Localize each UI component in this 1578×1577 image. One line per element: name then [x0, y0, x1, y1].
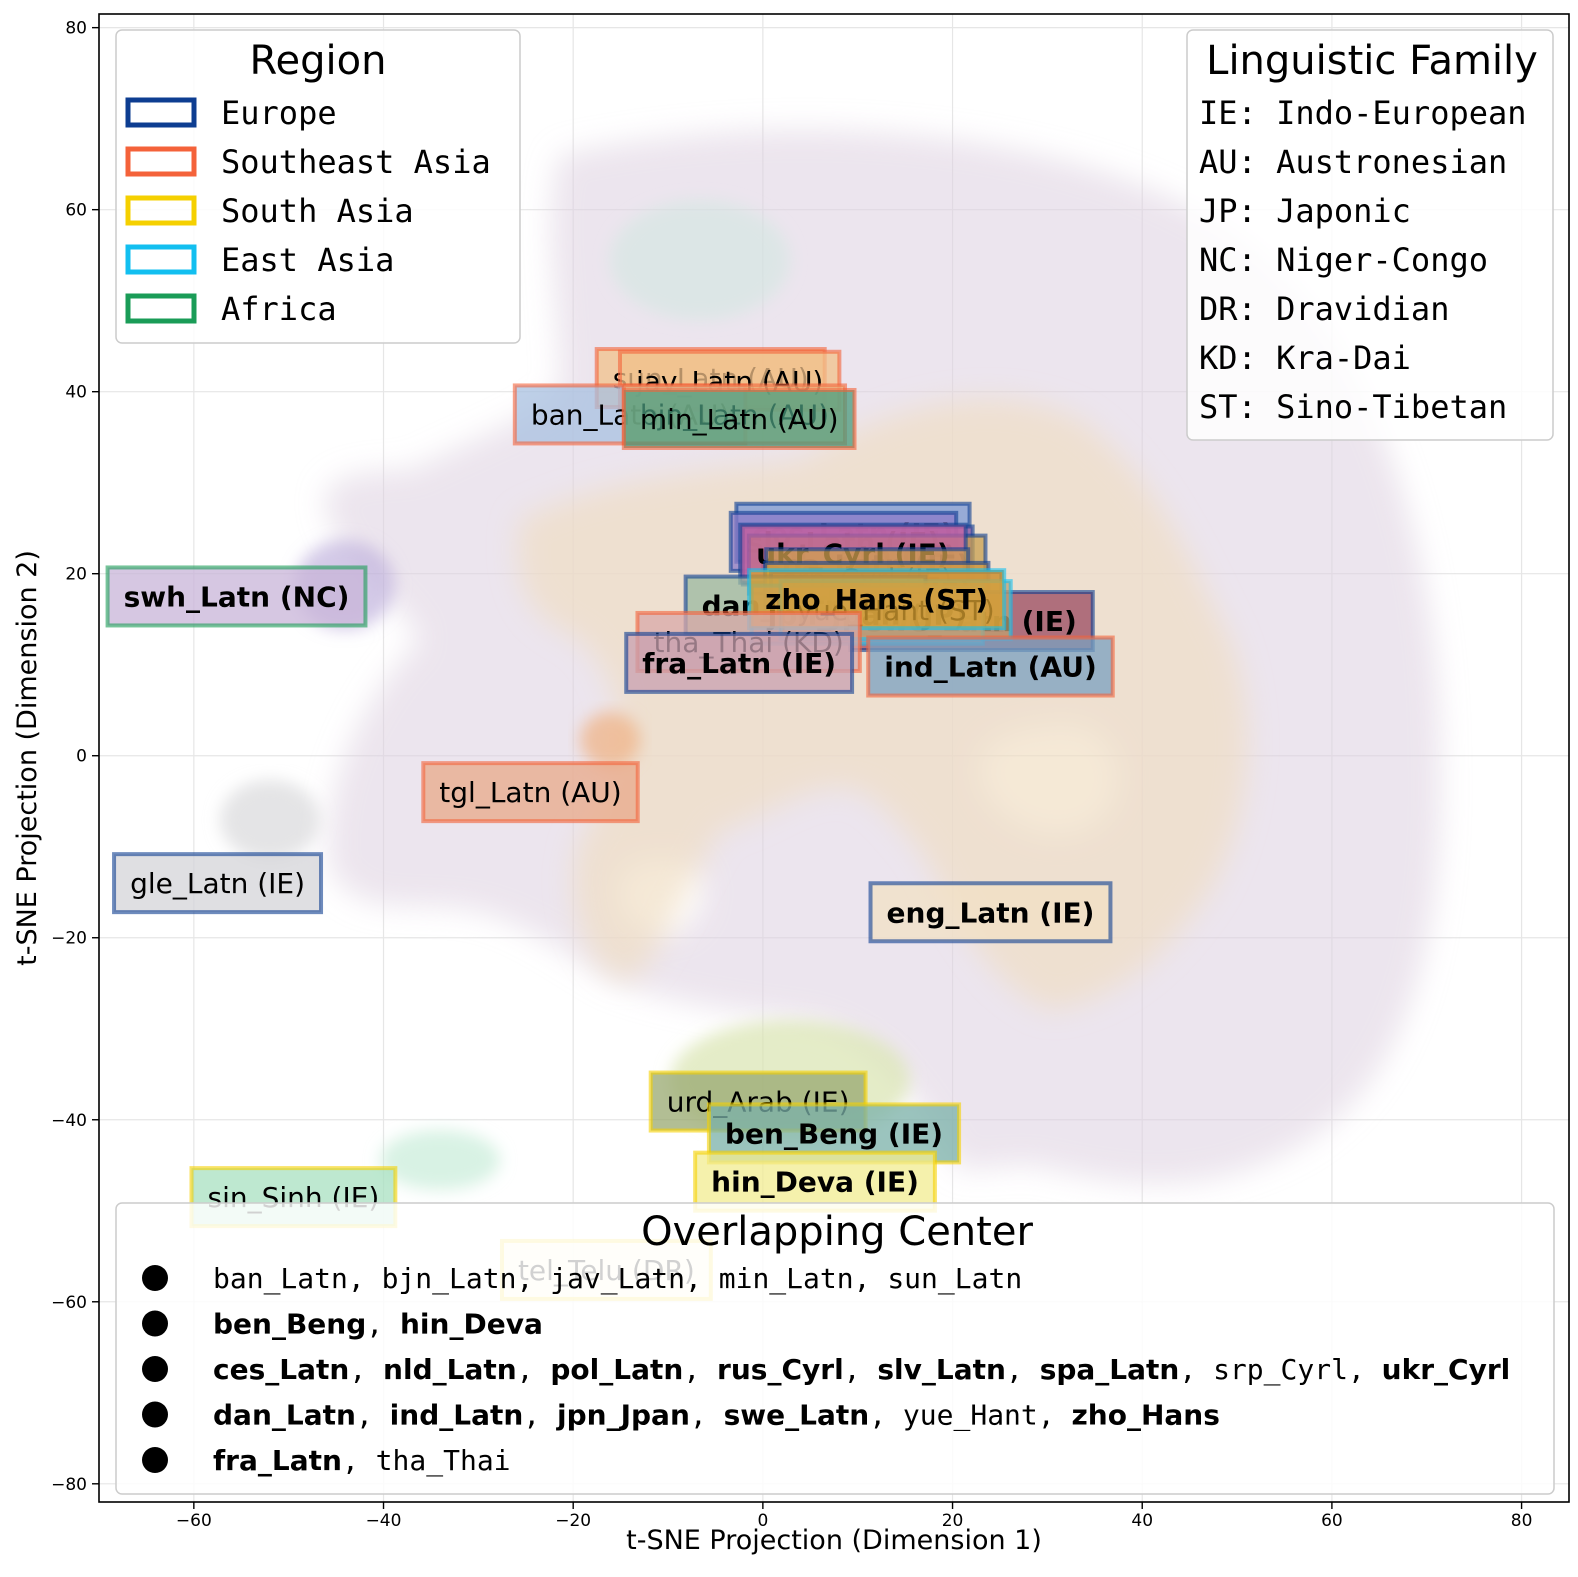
- legend-family-entry: JP: Japonic: [1199, 192, 1411, 230]
- y-tick-label: −60: [51, 1293, 87, 1313]
- y-tick-label: 60: [65, 201, 87, 221]
- x-tick-label: −40: [366, 1511, 402, 1531]
- language-label-text: hin_Deva (IE): [711, 1166, 919, 1199]
- language-label: swh_Latn (NC): [105, 565, 368, 628]
- y-tick-label: 40: [65, 383, 87, 403]
- y-tick-label: −20: [51, 929, 87, 949]
- language-label-box: [868, 881, 1113, 944]
- x-tick-label: −60: [176, 1511, 212, 1531]
- overlap-bullet: [142, 1401, 168, 1428]
- legend-family-entry: AU: Austronesian: [1199, 143, 1507, 181]
- language-label-text: min_Latn (AU): [640, 403, 839, 436]
- overlap-row: fra_Latn, tha_Thai: [213, 1444, 511, 1478]
- language-label-text: ben_Beng (IE): [725, 1117, 943, 1150]
- region-legend-title: Region: [250, 38, 387, 84]
- language-label-text: gle_Latn (IE): [130, 867, 305, 900]
- x-tick-label: 20: [942, 1511, 964, 1531]
- x-tick-label: 0: [757, 1511, 768, 1531]
- legend-family-entry: ST: Sino-Tibetan: [1199, 388, 1507, 426]
- overlap-bullet: [142, 1265, 168, 1291]
- density-blob-tgl: [580, 712, 640, 768]
- plot-frame: [98, 13, 1570, 1503]
- y-tick-label: 80: [65, 19, 87, 39]
- language-label: hin_Deva (IE): [693, 1150, 937, 1213]
- density-blob-eastasia: [610, 200, 790, 320]
- legend-family-entry: KD: Kra-Dai: [1199, 339, 1411, 377]
- language-label-text: ind_Latn (AU): [884, 651, 1097, 684]
- axis-ticks: −60 −40 −20 0 20 40 60 80 −80 −60 −40 −20 0 20 40 60 80: [51, 19, 1532, 1531]
- language-label-box: [105, 565, 368, 628]
- x-tick-label: 80: [1511, 1511, 1533, 1531]
- overlap-legend-frame: [115, 1202, 1555, 1495]
- language-label-text: swh_Latn (NC): [124, 580, 350, 613]
- density-blob-sin: [380, 1130, 500, 1190]
- x-tick-label: −20: [555, 1511, 591, 1531]
- legend-swatch: [125, 244, 197, 275]
- language-label-text: fra_Latn (IE): [642, 647, 836, 680]
- legend-region-label: South Asia: [221, 192, 414, 230]
- legend-swatch: [125, 293, 197, 324]
- y-tick-label: 20: [65, 565, 87, 585]
- language-label-box: [421, 761, 640, 824]
- y-tick-label: −80: [51, 1475, 87, 1495]
- overlap-bullet: [142, 1356, 168, 1382]
- language-label-box: [624, 631, 855, 694]
- x-tick-label: 60: [1321, 1511, 1343, 1531]
- legend-region-label: Africa: [221, 290, 337, 328]
- family-legend-title: Linguistic Family: [1206, 38, 1538, 84]
- legend-family-entry: IE: Indo-European: [1199, 94, 1527, 132]
- x-tick-label: 40: [1131, 1511, 1153, 1531]
- overlap-legend-title: Overlapping Center: [641, 1209, 1033, 1255]
- language-label: ind_Latn (AU): [866, 635, 1115, 698]
- overlap-row: ces_Latn, nld_Latn, pol_Latn, rus_Cyrl, …: [213, 1353, 1510, 1387]
- overlap-bullet: [142, 1447, 168, 1473]
- y-tick-label: 0: [76, 747, 87, 767]
- legend-swatch: [125, 97, 197, 128]
- language-label: gle_Latn (IE): [112, 852, 324, 915]
- x-axis-label: t-SNE Projection (Dimension 1): [626, 1525, 1042, 1556]
- legend-region-label: Europe: [221, 94, 337, 132]
- y-tick-label: −40: [51, 1111, 87, 1131]
- language-label-box: [112, 852, 324, 915]
- language-label-text: zho_Hans (ST): [765, 583, 988, 616]
- legend-region-label: East Asia: [221, 241, 394, 279]
- legend-family-entry: NC: Niger-Congo: [1199, 241, 1488, 279]
- legend-swatch: [125, 146, 197, 177]
- language-label: tgl_Latn (AU): [421, 761, 640, 824]
- legend-region-label: Southeast Asia: [221, 143, 491, 181]
- legend-family-entry: DR: Dravidian: [1199, 290, 1449, 328]
- language-label: fra_Latn (IE): [624, 631, 855, 694]
- overlap-row: ban_Latn, bjn_Latn, jav_Latn, min_Latn, …: [213, 1262, 1022, 1296]
- language-label-box: [621, 387, 857, 450]
- overlap-row: ben_Beng, hin_Deva: [213, 1308, 543, 1341]
- language-label-box: [866, 635, 1115, 698]
- legend-swatch: [125, 195, 197, 226]
- overlap-row: dan_Latn, ind_Latn, jpn_Jpan, swe_Latn, …: [213, 1399, 1220, 1433]
- language-label-text: tgl_Latn (AU): [439, 776, 621, 809]
- y-axis-label: t-SNE Projection (Dimension 2): [12, 550, 43, 966]
- overlap-bullet: [142, 1310, 168, 1337]
- density-blob-europe-west: [220, 780, 320, 860]
- overlap-legend: Overlapping Center ban_Latn, bjn_Latn, j…: [115, 1202, 1555, 1495]
- language-label: eng_Latn (IE): [868, 881, 1113, 944]
- family-legend-frame: [1186, 29, 1554, 441]
- density-region-core: [518, 399, 1248, 1010]
- region-legend-frame: [115, 29, 521, 344]
- language-label-text: eng_Latn (IE): [887, 896, 1095, 929]
- language-label: min_Latn (AU): [621, 387, 857, 450]
